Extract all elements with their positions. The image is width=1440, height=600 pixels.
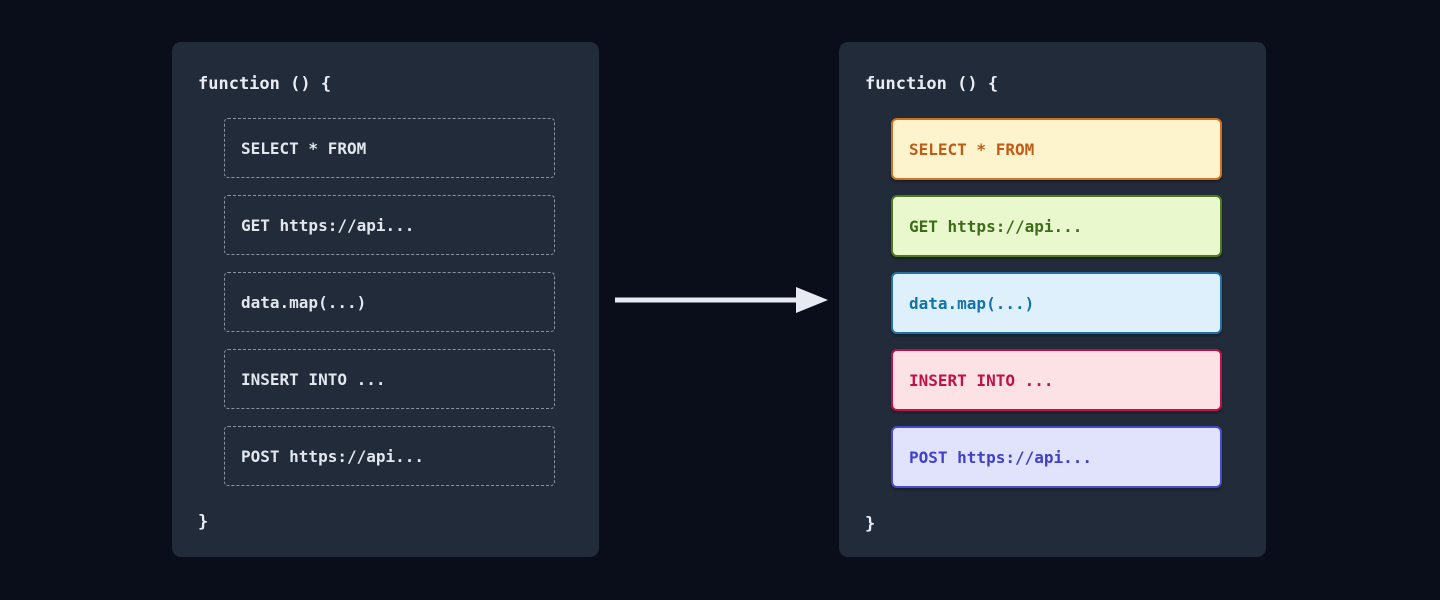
function-close-line: } <box>198 512 209 532</box>
plain-code-line-post: POST https://api... <box>224 426 555 486</box>
plain-code-line-insert: INSERT INTO ... <box>224 349 555 409</box>
highlighted-code-line-get: GET https://api... <box>891 195 1222 257</box>
plain-code-line-select: SELECT * FROM <box>224 118 555 178</box>
function-close-line: } <box>865 514 876 534</box>
plain-code-rows: SELECT * FROM GET https://api... data.ma… <box>224 118 555 486</box>
plain-code-line-get: GET https://api... <box>224 195 555 255</box>
highlighted-code-panel: function () { SELECT * FROM GET https://… <box>839 42 1266 557</box>
highlighted-code-line-select: SELECT * FROM <box>891 118 1222 180</box>
plain-code-panel: function () { SELECT * FROM GET https://… <box>172 42 599 557</box>
function-open-line: function () { <box>198 74 332 94</box>
highlighted-code-rows: SELECT * FROM GET https://api... data.ma… <box>891 118 1222 488</box>
function-open-line: function () { <box>865 74 999 94</box>
highlighted-code-line-insert: INSERT INTO ... <box>891 349 1222 411</box>
highlighted-code-line-post: POST https://api... <box>891 426 1222 488</box>
right-arrow-icon <box>615 287 828 313</box>
plain-code-line-map: data.map(...) <box>224 272 555 332</box>
highlighted-code-line-map: data.map(...) <box>891 272 1222 334</box>
